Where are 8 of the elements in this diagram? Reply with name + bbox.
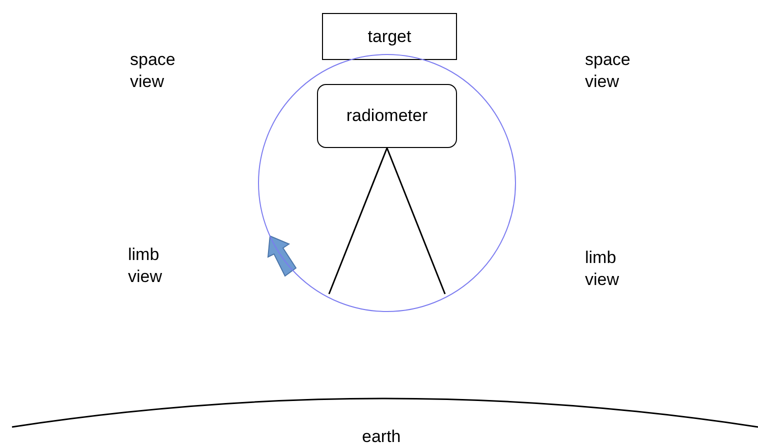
view-label: space view — [585, 49, 632, 93]
view-label: limb view — [128, 244, 164, 288]
earth-label: earth — [362, 426, 402, 448]
rotation-circle — [258, 54, 516, 312]
target-box: target — [322, 13, 457, 60]
view-label: limb view — [585, 247, 620, 291]
radiometer-box: radiometer — [317, 84, 457, 148]
view-label: space view — [130, 49, 176, 93]
